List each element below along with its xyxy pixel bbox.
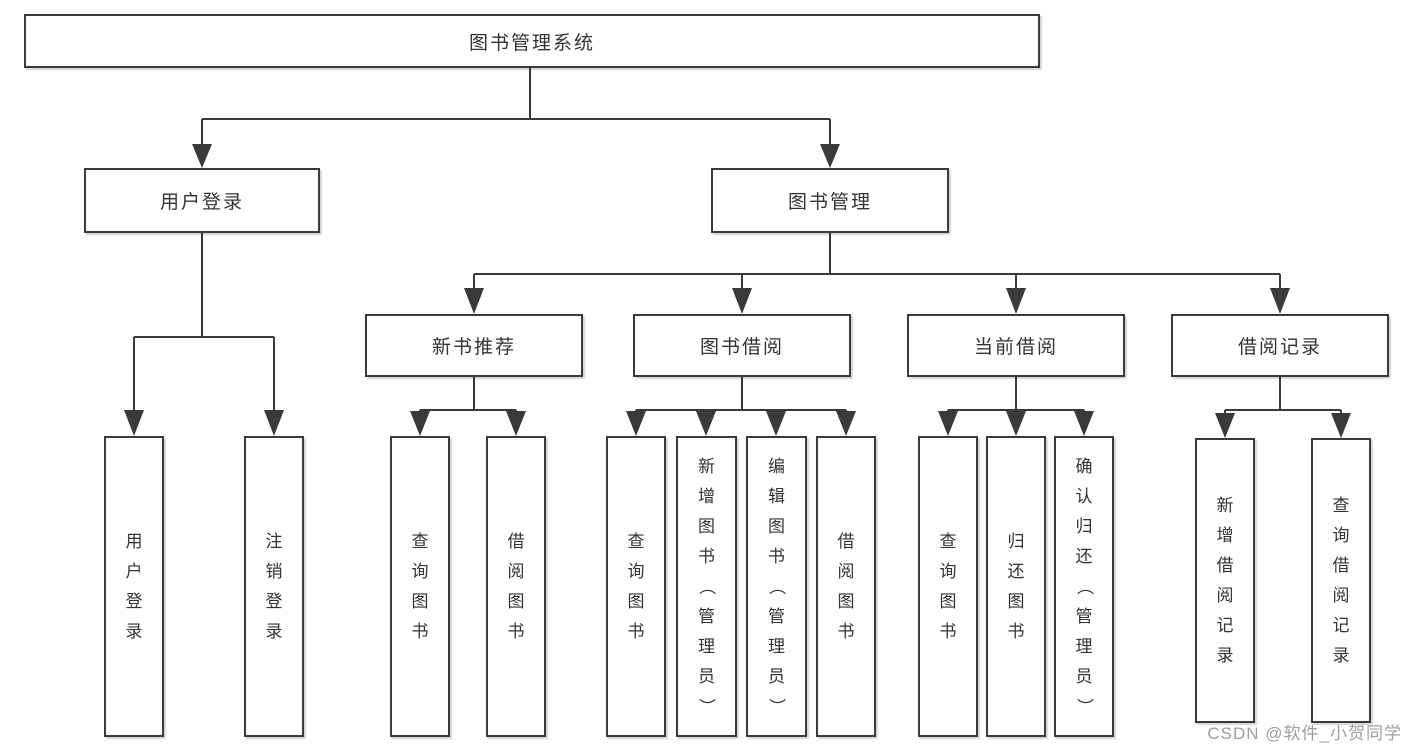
node-label: 注销登录 xyxy=(265,532,283,641)
leaf-query-books-current: 查询图书 xyxy=(918,436,978,737)
arrow-icon xyxy=(1270,288,1290,314)
node-label: 新增借阅记录 xyxy=(1216,496,1234,665)
connector-edges xyxy=(133,67,1342,418)
arrow-icon xyxy=(410,411,430,436)
arrow-icon xyxy=(836,411,856,436)
leaf-logout-login: 注销登录 xyxy=(244,436,304,737)
arrow-icon xyxy=(1215,413,1235,438)
arrow-icon xyxy=(1331,413,1351,438)
node-label: 查询图书 xyxy=(411,532,429,641)
node-borrow-records: 借阅记录 xyxy=(1171,314,1389,377)
node-label: 查询图书 xyxy=(939,532,957,641)
arrow-icon xyxy=(192,144,212,168)
arrow-icon xyxy=(938,411,958,436)
node-book-borrowing: 图书借阅 xyxy=(633,314,851,377)
leaf-confirm-return-admin: 确认归还（管理员） xyxy=(1054,436,1114,737)
arrow-icon xyxy=(820,144,840,168)
node-label: 查询借阅记录 xyxy=(1332,496,1350,665)
leaf-query-books-borrowing: 查询图书 xyxy=(606,436,666,737)
node-label: 归还图书 xyxy=(1007,532,1025,641)
node-label: 新增图书（管理员） xyxy=(697,457,716,715)
connector-book-borrow-to-children xyxy=(635,377,847,416)
leaf-return-books: 归还图书 xyxy=(986,436,1046,737)
node-label: 查询图书 xyxy=(627,532,645,641)
arrow-icon xyxy=(1006,288,1026,314)
leaf-add-books-admin: 新增图书（管理员） xyxy=(676,436,737,737)
node-library-system: 图书管理系统 xyxy=(24,14,1040,68)
arrow-icon xyxy=(732,288,752,314)
arrow-icon xyxy=(124,410,144,436)
node-new-book-recommend: 新书推荐 xyxy=(365,314,583,377)
node-label: 图书管理 xyxy=(787,192,872,213)
node-label: 借阅图书 xyxy=(507,532,525,641)
node-label: 当前借阅 xyxy=(973,337,1058,358)
leaf-edit-books-admin: 编辑图书（管理员） xyxy=(746,436,807,737)
connector-book-mgmt-to-level3 xyxy=(473,233,1281,294)
leaf-add-borrow-record: 新增借阅记录 xyxy=(1195,438,1255,723)
node-label: 用户登录 xyxy=(159,192,244,213)
connector-borrow-records-to-children xyxy=(1224,377,1342,418)
node-label: 确认归还（管理员） xyxy=(1074,457,1094,715)
node-user-login: 用户登录 xyxy=(84,168,320,233)
connector-current-borrow-to-children xyxy=(947,377,1085,416)
node-current-borrowing: 当前借阅 xyxy=(907,314,1125,377)
node-label: 新书推荐 xyxy=(431,337,516,358)
arrow-icon xyxy=(464,288,484,314)
node-label: 编辑图书（管理员） xyxy=(767,457,786,715)
arrow-icon xyxy=(766,411,786,436)
leaf-borrow-books-borrowing: 借阅图书 xyxy=(816,436,876,737)
node-label: 借阅图书 xyxy=(837,532,855,641)
arrow-icon xyxy=(696,411,716,436)
arrow-icon xyxy=(264,410,284,436)
connector-user-login-to-children xyxy=(133,233,275,416)
node-label: 图书借阅 xyxy=(699,337,784,358)
leaf-user-login: 用户登录 xyxy=(104,436,164,737)
arrow-icon xyxy=(506,411,526,436)
node-book-management: 图书管理 xyxy=(711,168,949,233)
arrow-icon xyxy=(626,411,646,436)
node-label: 用户登录 xyxy=(125,532,143,641)
leaf-query-books-recommend: 查询图书 xyxy=(390,436,450,737)
csdn-watermark: CSDN @软件_小贺同学 xyxy=(1207,724,1402,743)
connector-new-book-rec-to-children xyxy=(419,377,517,416)
node-label: 借阅记录 xyxy=(1237,337,1322,358)
arrowheads xyxy=(124,144,1351,438)
connector-root-to-level2 xyxy=(201,67,831,150)
leaf-query-borrow-record: 查询借阅记录 xyxy=(1311,438,1371,723)
arrow-icon xyxy=(1074,411,1094,436)
node-label: 图书管理系统 xyxy=(468,32,595,54)
arrow-icon xyxy=(1006,411,1026,436)
leaf-borrow-books-recommend: 借阅图书 xyxy=(486,436,546,737)
